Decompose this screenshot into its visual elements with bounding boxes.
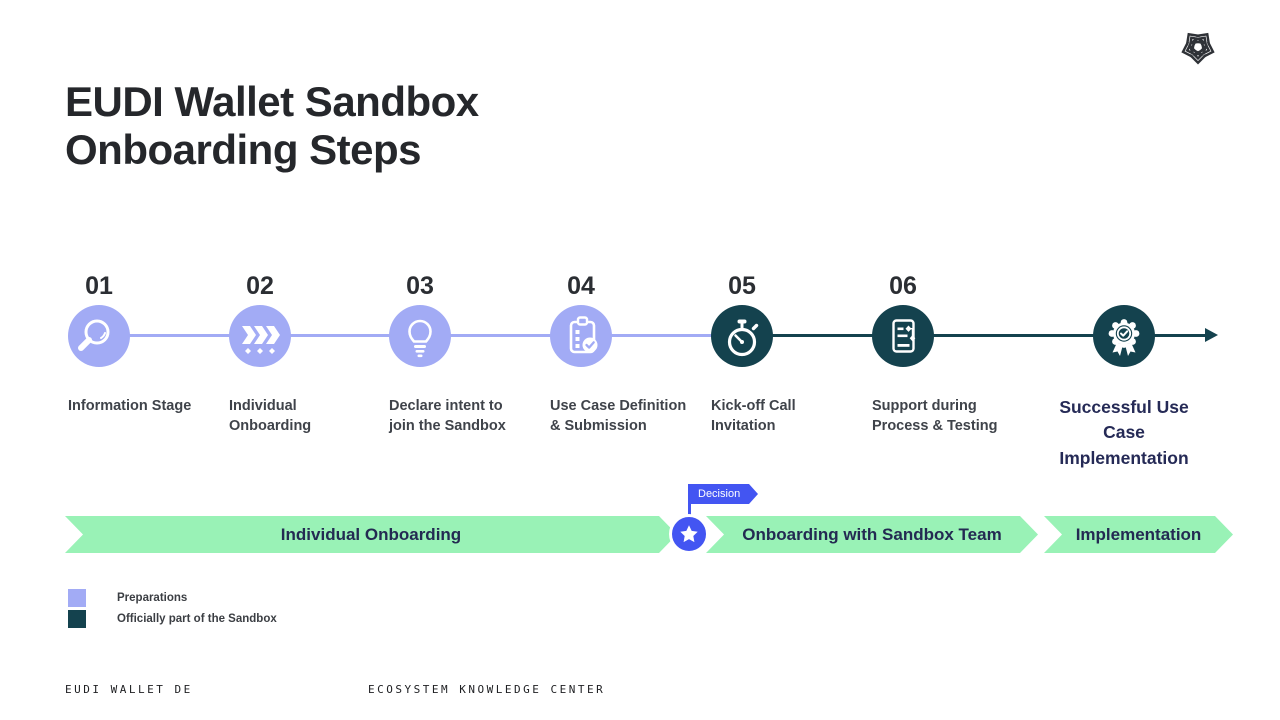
timeline-connector-sandbox [742,334,1208,337]
magnifier-icon [78,319,110,351]
decision-flag-label: Decision [698,488,741,500]
legend-swatch-sandbox [68,610,86,628]
step-06-support-testing: 06 Support during Process & Testing [872,272,997,434]
step-number: 02 [246,272,274,300]
page-title: EUDI Wallet Sandbox Onboarding Steps [65,78,479,173]
step-05-kickoff-call: 05 Kick-off Call Invitation [711,272,796,434]
flow-band-label: Implementation [1075,524,1202,544]
legend-item-officially-part: Officially part of the Sandbox [68,610,277,628]
step-circle [872,305,934,367]
legend-label: Officially part of the Sandbox [117,613,277,625]
step-label: Use Case Definition & Submission [550,398,687,434]
lightbulb-icon [408,319,432,358]
step-label: Kick-off Call Invitation [711,398,796,434]
chevrons-icon [242,326,280,354]
legend-swatch-preparations [68,589,86,607]
legend-label: Preparations [117,592,188,604]
step-04-use-case-definition: 04 Use Case Definition & Submission [550,272,686,434]
step-label: Individual Onboarding [229,398,312,434]
star-icon [680,525,698,543]
flow-band-implementation: Implementation [1044,516,1233,553]
legend-item-preparations: Preparations [68,589,187,607]
step-label: Information Stage [68,398,192,414]
step-03-declare-intent: 03 Declare intent to join the Sandbox [389,272,506,434]
step-label: Successful Use Case Implementation [1059,397,1189,468]
decision-flag: Decision [688,484,758,504]
clipboard-check-icon [569,316,598,354]
document-tasks-icon [892,319,916,353]
step-label: Support during Process & Testing [872,398,998,434]
step-number [1093,272,1155,305]
step-number: 04 [567,272,595,300]
step-circle [550,305,612,367]
stopwatch-icon [727,319,759,357]
step-number: 06 [889,272,917,300]
step-circle [711,305,773,367]
footer-source: ECOSYSTEM KNOWLEDGE CENTER [368,683,606,696]
flow-band-onboarding-with-sandbox-team: Onboarding with Sandbox Team [706,516,1038,553]
step-number: 01 [85,272,113,300]
decision-milestone [669,514,709,554]
decision-connector-line [688,503,691,517]
step-number: 05 [728,272,756,300]
flow-band-label: Individual Onboarding [280,524,462,544]
step-label: Declare intent to join the Sandbox [389,398,506,434]
step-02-individual-onboarding: 02 Individual Onboarding [229,272,311,434]
step-circle [389,305,451,367]
award-rosette-icon [1108,319,1140,356]
footer-brand: EUDI WALLET DE [65,683,193,696]
flow-band-individual-onboarding: Individual Onboarding [65,516,677,553]
flow-band-label: Onboarding with Sandbox Team [742,524,1002,544]
step-circle [229,305,291,367]
step-circle [68,305,130,367]
eudi-wallet-star-logo-icon [1181,32,1215,65]
step-07-successful-implementation: Successful Use Case Implementation [1059,272,1189,468]
timeline-arrowhead-icon [1205,328,1218,342]
step-number: 03 [406,272,434,300]
step-01-information-stage: 01 Information Stage [68,272,191,414]
step-circle [1093,305,1155,367]
